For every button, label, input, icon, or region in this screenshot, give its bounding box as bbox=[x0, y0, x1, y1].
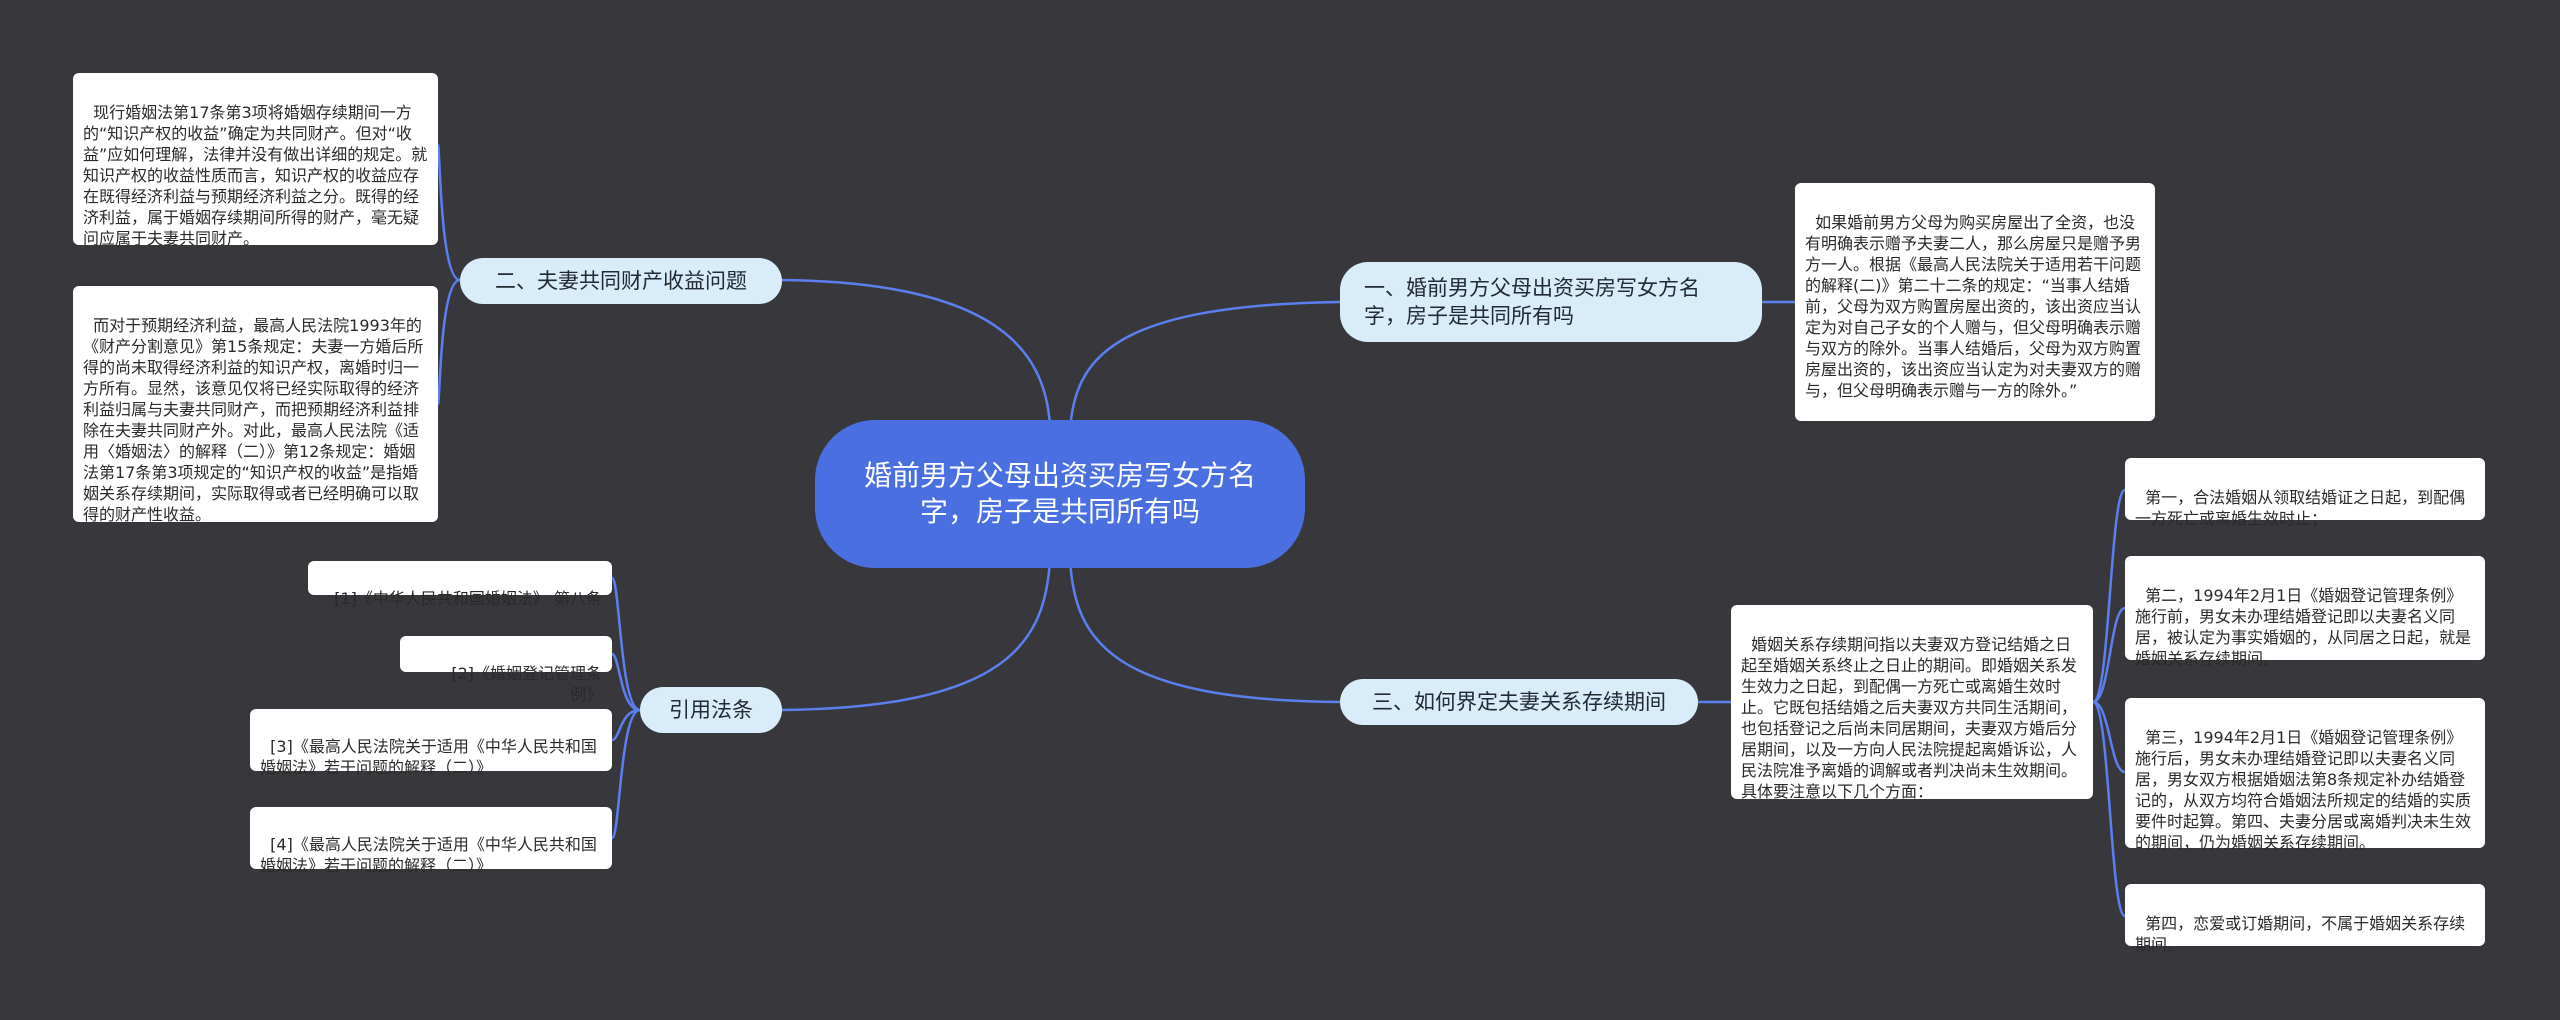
branch-3-subleaf-1[interactable]: 第一，合法婚姻从领取结婚证之日起，到配偶一方死亡或离婚生效时止； bbox=[2125, 458, 2485, 528]
branch-3-subleaf-1-text: 第一，合法婚姻从领取结婚证之日起，到配偶一方死亡或离婚生效时止； bbox=[2135, 488, 2466, 528]
branch-2-leaf-2[interactable]: 而对于预期经济利益，最高人民法院1993年的《财产分割意见》第15条规定：夫妻一… bbox=[73, 286, 438, 524]
branch-3-leaf[interactable]: 婚姻关系存续期间指以夫妻双方登记结婚之日起至婚姻关系终止之日止的期间。即婚姻关系… bbox=[1731, 605, 2093, 801]
branch-1-topic[interactable]: 一、婚前男方父母出资买房写女方名字，房子是共同所有吗 bbox=[1340, 262, 1762, 342]
branch-4-leaf-1-text: [1]《中华人民共和国婚姻法》 第八条 bbox=[334, 589, 602, 608]
branch-3-subleaf-3[interactable]: 第三，1994年2月1日《婚姻登记管理条例》施行后，男女未办理结婚登记即以夫妻名… bbox=[2125, 698, 2485, 852]
connector-branch-3-sub-1 bbox=[2091, 488, 2127, 704]
branch-4-label: 引用法条 bbox=[669, 698, 753, 722]
branch-4-leaf-4-text: [4]《最高人民法院关于适用《中华人民共和国婚姻法》若干问题的解释（二）》 bbox=[260, 835, 597, 875]
connector-root-branch-3 bbox=[1068, 558, 1342, 704]
branch-3-subleaf-2[interactable]: 第二，1994年2月1日《婚姻登记管理条例》施行前，男女未办理结婚登记即以夫妻名… bbox=[2125, 556, 2485, 668]
connector-branch-4-leaf-4 bbox=[610, 708, 642, 840]
connector-branch-3-sub-2 bbox=[2091, 606, 2127, 704]
branch-2-leaf-2-text: 而对于预期经济利益，最高人民法院1993年的《财产分割意见》第15条规定：夫妻一… bbox=[83, 316, 424, 524]
connector-branch-2-leaf-1 bbox=[436, 143, 462, 282]
branch-4-leaf-3-text: [3]《最高人民法院关于适用《中华人民共和国婚姻法》若干问题的解释（二）》 bbox=[260, 737, 597, 777]
root-topic-label: 婚前男方父母出资买房写女方名字，房子是共同所有吗 bbox=[863, 459, 1256, 528]
branch-3-subleaf-2-text: 第二，1994年2月1日《婚姻登记管理条例》施行前，男女未办理结婚登记即以夫妻名… bbox=[2135, 586, 2472, 668]
branch-3-leaf-text: 婚姻关系存续期间指以夫妻双方登记结婚之日起至婚姻关系终止之日止的期间。即婚姻关系… bbox=[1741, 635, 2078, 801]
connector-root-branch-1 bbox=[1068, 300, 1342, 432]
branch-1-leaf[interactable]: 如果婚前男方父母为购买房屋出了全资，也没有明确表示赠予夫妻二人，那么房屋只是赠予… bbox=[1795, 183, 2155, 421]
branch-1-leaf-text: 如果婚前男方父母为购买房屋出了全资，也没有明确表示赠予夫妻二人，那么房屋只是赠予… bbox=[1805, 213, 2142, 400]
connector-branch-4-leaf-1 bbox=[610, 576, 642, 712]
connector-branch-4-leaf-2 bbox=[610, 652, 642, 712]
branch-2-leaf-1[interactable]: 现行婚姻法第17条第3项将婚姻存续期间一方的“知识产权的收益”确定为共同财产。但… bbox=[73, 73, 438, 248]
branch-4-leaf-2-text: [2]《婚姻登记管理条例》 bbox=[451, 664, 602, 704]
connector-branch-2-leaf-2 bbox=[436, 278, 462, 406]
branch-3-subleaf-4-text: 第四，恋爱或订婚期间，不属于婚姻关系存续期间。 bbox=[2135, 914, 2466, 954]
branch-2-label: 二、夫妻共同财产收益问题 bbox=[495, 269, 747, 293]
branch-1-label: 一、婚前男方父母出资买房写女方名字，房子是共同所有吗 bbox=[1364, 276, 1700, 328]
branch-2-leaf-1-text: 现行婚姻法第17条第3项将婚姻存续期间一方的“知识产权的收益”确定为共同财产。但… bbox=[83, 103, 428, 248]
root-topic[interactable]: 婚前男方父母出资买房写女方名字，房子是共同所有吗 bbox=[815, 420, 1305, 568]
connector-branch-3-sub-4 bbox=[2091, 700, 2127, 918]
branch-4-topic[interactable]: 引用法条 bbox=[640, 687, 782, 733]
connector-root-branch-2 bbox=[778, 278, 1052, 427]
branch-3-subleaf-4[interactable]: 第四，恋爱或订婚期间，不属于婚姻关系存续期间。 bbox=[2125, 884, 2485, 954]
branch-4-leaf-1[interactable]: [1]《中华人民共和国婚姻法》 第八条 bbox=[308, 561, 612, 608]
branch-3-label: 三、如何界定夫妻关系存续期间 bbox=[1372, 690, 1666, 714]
connector-branch-3-sub-3 bbox=[2091, 700, 2127, 774]
branch-4-leaf-3[interactable]: [3]《最高人民法院关于适用《中华人民共和国婚姻法》若干问题的解释（二）》 bbox=[250, 709, 612, 777]
branch-4-leaf-2[interactable]: [2]《婚姻登记管理条例》 bbox=[400, 636, 612, 704]
connector-root-branch-4 bbox=[778, 558, 1052, 712]
branch-3-subleaf-3-text: 第三，1994年2月1日《婚姻登记管理条例》施行后，男女未办理结婚登记即以夫妻名… bbox=[2135, 728, 2472, 852]
branch-3-topic[interactable]: 三、如何界定夫妻关系存续期间 bbox=[1340, 679, 1698, 725]
branch-2-topic[interactable]: 二、夫妻共同财产收益问题 bbox=[460, 258, 782, 304]
branch-4-leaf-4[interactable]: [4]《最高人民法院关于适用《中华人民共和国婚姻法》若干问题的解释（二）》 bbox=[250, 807, 612, 875]
